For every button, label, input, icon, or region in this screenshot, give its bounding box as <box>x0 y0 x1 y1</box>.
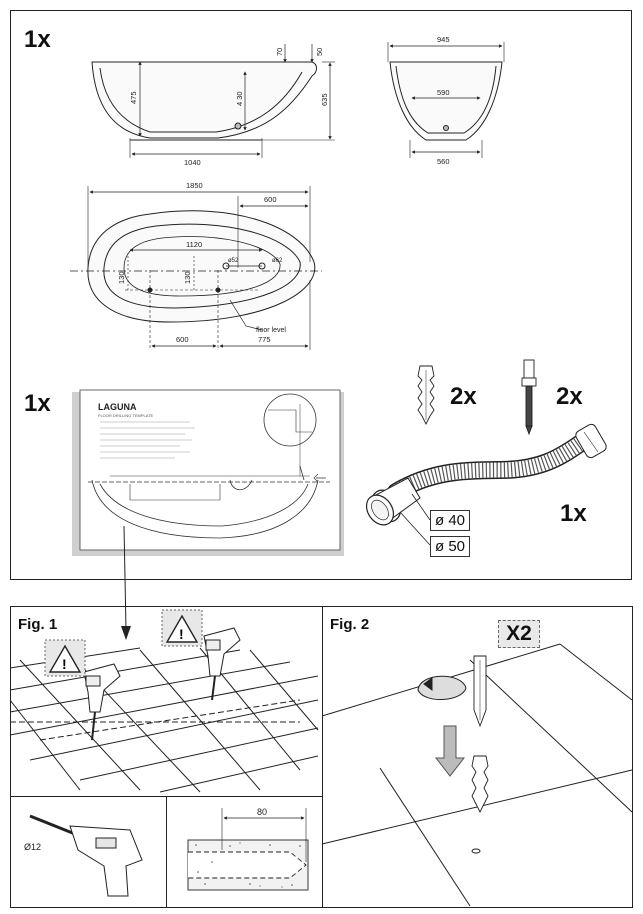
dim-1120-label: 1120 <box>186 240 202 249</box>
hose-diameter-40: ø 40 <box>430 510 471 531</box>
repeat-badge: X2 <box>498 620 540 648</box>
rotate-arrow-icon <box>417 675 467 701</box>
drilling-template-sheet <box>72 389 344 640</box>
dim-590-label: 590 <box>437 88 450 97</box>
dowel-quantity: 2x <box>450 383 477 410</box>
bathtub-side-view <box>91 44 335 158</box>
hand-drill <box>29 814 143 897</box>
fig2-dowel-bottom <box>471 755 489 814</box>
template-title: LAGUNA <box>98 402 137 412</box>
hole-depth-label: 80 <box>257 807 267 817</box>
dim-475-label: 475 <box>129 91 138 104</box>
fig1-label: Fig. 1 <box>18 616 58 633</box>
dim-1040-label: 1040 <box>184 158 201 167</box>
dim-635-label: 635 <box>320 93 329 106</box>
dim-70-label: 70 <box>275 48 284 56</box>
dim-945-label: 945 <box>437 35 450 44</box>
dim-600-bottom-label: 600 <box>176 335 189 344</box>
drain-hose <box>365 423 607 546</box>
hose-diameter-50: ø 50 <box>430 536 471 557</box>
fig1-hole-panel <box>166 796 323 908</box>
floor-level-label: floor level <box>256 327 286 334</box>
bathtub-plan-view <box>70 186 322 350</box>
dim-560-label: 560 <box>437 157 450 166</box>
bathtub-quantity: 1x <box>24 26 51 53</box>
screw <box>521 359 537 436</box>
fig1-drill-panel <box>10 796 167 908</box>
hose-quantity: 1x <box>560 500 587 527</box>
drill-diameter-label: Ø12 <box>24 842 41 852</box>
screw-quantity: 2x <box>556 383 583 410</box>
wall-dowel <box>417 365 435 426</box>
floor-hole <box>471 848 481 854</box>
svg-text:!: ! <box>62 656 67 672</box>
dim-775-label: 775 <box>258 335 271 344</box>
dim-50-label: 50 <box>315 48 324 56</box>
template-subtitle: FLOOR DRILLING TEMPLATE <box>98 413 154 418</box>
drill-hole-section <box>187 808 309 891</box>
dim-130-left-label: 130 <box>117 271 126 284</box>
fig2-panel <box>322 606 633 908</box>
dim-600-top-label: 600 <box>264 195 277 204</box>
svg-text:!: ! <box>179 626 184 642</box>
fig2-dowel-top <box>473 655 487 728</box>
fig1-drill-right <box>203 627 241 701</box>
warning-icon: ! <box>161 609 203 647</box>
dim-o52-label: ø52 <box>228 258 239 264</box>
fig2-label: Fig. 2 <box>330 616 370 633</box>
dim-430-label: 4 30 <box>235 91 244 106</box>
template-quantity: 1x <box>24 390 51 417</box>
warning-icon: ! <box>44 639 86 677</box>
fig1-drill-left <box>83 663 121 741</box>
dim-o62-label: ø62 <box>272 258 283 264</box>
dim-130-mid-label: 130 <box>183 271 192 284</box>
fig1-panel <box>10 606 323 797</box>
bathtub-end-view <box>387 42 505 158</box>
down-arrow-icon <box>434 725 466 777</box>
dim-1850-label: 1850 <box>186 181 203 190</box>
concrete-speckle <box>195 842 301 888</box>
